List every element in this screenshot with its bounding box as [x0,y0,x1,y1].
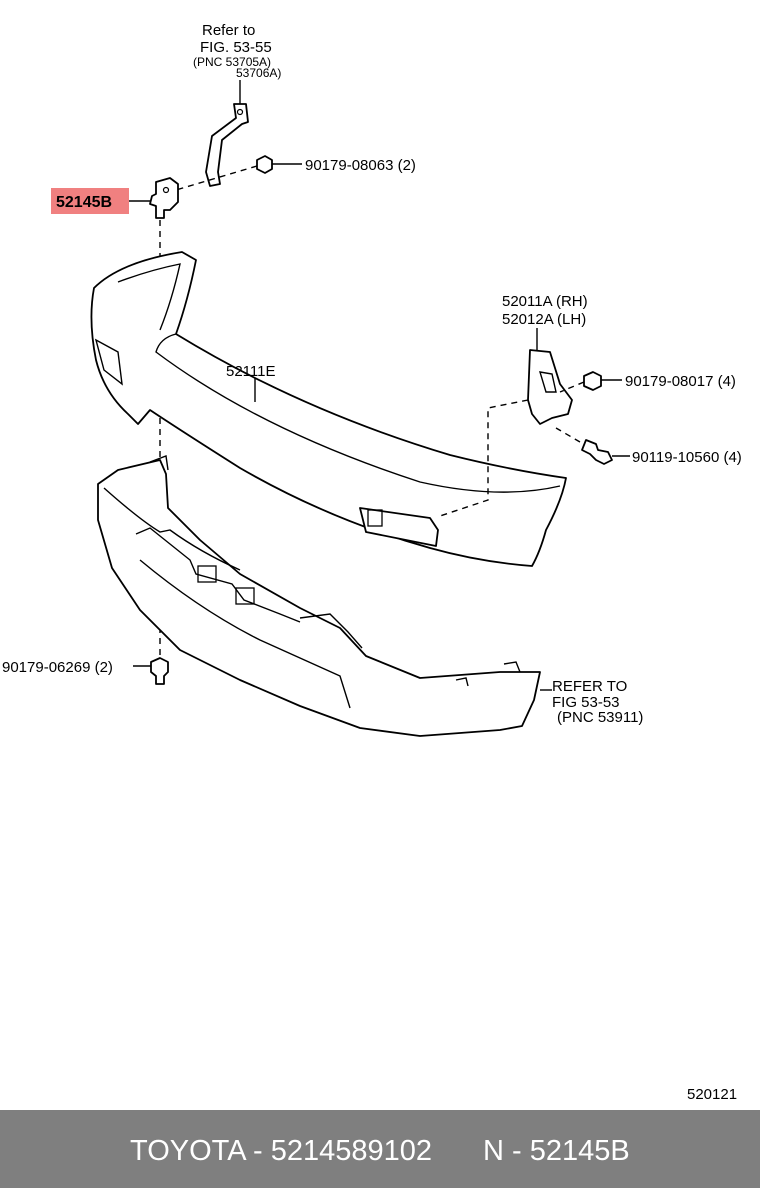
bolt-right-label: 90119-10560 (4) [632,449,742,466]
cover-right-tab [503,661,521,673]
nut-right-icon [583,371,602,391]
footer-ref-code: N - 52145B [483,1135,630,1167]
refer-top-line2: FIG. 53-55 [200,39,272,56]
highlight-box [51,188,129,214]
footer-bar: TOYOTA - 5214589102 N - 52145B [0,1110,760,1188]
bracket-cutout [539,371,557,393]
bar-inner-edge [117,263,181,331]
refer-top-line1: Refer to [202,22,255,39]
refer-bottom-line3: (PNC 53911) [557,709,643,726]
dash-nut-right [559,381,585,393]
footer-part-number: TOYOTA - 5214589102 [130,1135,433,1167]
refer-bottom-line1: REFER TO [552,678,627,695]
dash-nut-top [175,165,258,191]
bolt-right-icon [581,439,613,465]
parts-diagram: Refer to FIG. 53-55 (PNC 53705A) 53706A)… [2,22,742,1103]
upper-stay [205,103,249,187]
nut-bottom-label: 90179-06269 (2) [2,659,113,676]
lower-cover [97,459,541,737]
bar-right-slot [359,507,439,547]
bar-left-slot [94,338,123,386]
nut-top-icon [256,155,273,174]
stay-hole [236,108,244,116]
bumper-bar-label: 52111E [226,363,276,380]
refer-top-line4: 53706A) [236,66,281,80]
dash-bracket-bar [439,399,529,517]
cover-right-tab-2 [455,677,469,687]
cover-end-detail [299,613,363,649]
nut-bottom-icon [150,657,169,685]
nut-top-label: 90179-08063 (2) [305,157,416,174]
bar-top-edge [155,333,561,493]
refer-bottom-line2: FIG 53-53 [552,694,620,711]
highlight-part-label: 52145B [56,194,112,211]
bracket-rh-label: 52011A (RH) [502,293,588,310]
nut-right-label: 90179-08017 (4) [625,373,736,390]
cover-top-edge [103,487,241,571]
refer-top-line3: (PNC 53705A) [193,55,271,69]
side-bracket [527,349,573,425]
retainer-bracket [149,177,179,219]
cover-clip-1 [197,565,217,583]
bracket-lh-label: 52012A (LH) [502,311,586,328]
drawing-number: 520121 [687,1086,737,1103]
bar-slot-detail [367,509,383,527]
bracket-hole [162,186,170,194]
cover-ribs [135,527,301,623]
cover-clip-2 [235,587,255,605]
cover-lower-ridge [139,559,351,709]
cover-left-tab [149,455,169,471]
dash-bolt-right [555,427,581,443]
